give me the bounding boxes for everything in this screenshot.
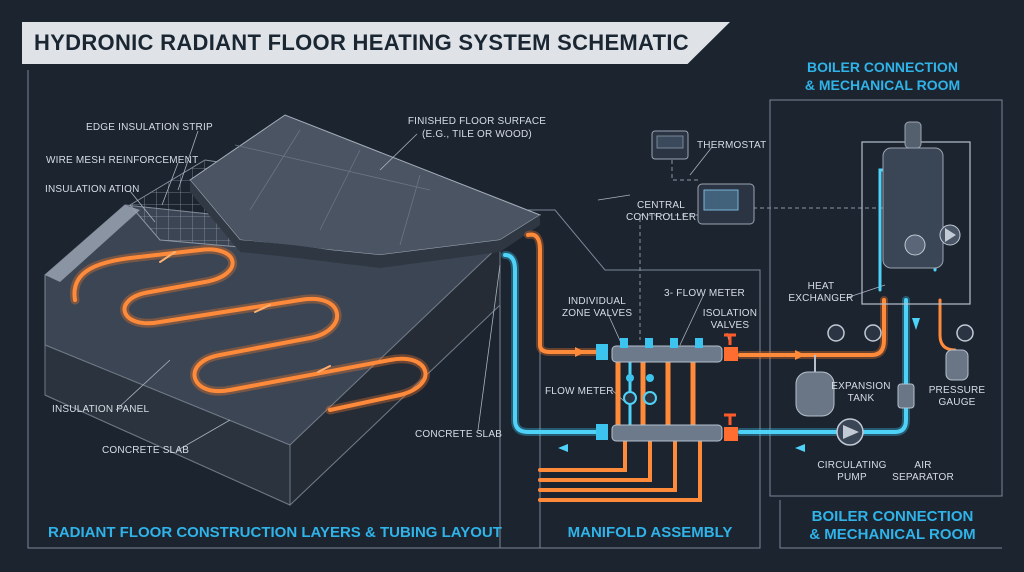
label-circulating-pump-1: CIRCULATING — [817, 460, 887, 471]
section-title-mechanical-line1: BOILER CONNECTION — [807, 59, 958, 75]
flow-meters — [623, 374, 657, 405]
label-concrete-slab-right: CONCRETE SLAB — [415, 429, 503, 440]
isolation-valves — [596, 333, 738, 441]
central-controller-device — [697, 183, 755, 225]
control-wiring — [639, 160, 890, 340]
boiler-unit — [861, 121, 971, 305]
floor-tubing — [70, 244, 430, 415]
label-expansion-tank-2: TANK — [847, 393, 875, 404]
label-heat-exchanger-1: HEAT — [807, 281, 835, 292]
label-circulating-pump-2: PUMP — [837, 472, 867, 483]
label-central-controller-1: CENTRAL — [636, 200, 686, 211]
label-finished-floor-2: (E.G., TILE OR WOOD) — [422, 129, 532, 140]
section-title-boiler-line2: & MECHANICAL ROOM — [809, 526, 976, 543]
label-wire-mesh: WIRE MESH REINFORCEMENT — [46, 155, 199, 166]
pressure-gauge-tank — [945, 349, 969, 381]
label-flow-meter: FLOW METER — [545, 386, 614, 397]
leader-lines — [115, 130, 886, 451]
label-finished-floor-1: FINISHED FLOOR SURFACE — [407, 116, 547, 127]
thermostat-device — [651, 130, 689, 160]
section-title-boiler-line1: BOILER CONNECTION — [811, 508, 974, 525]
edge-insulation-strip — [45, 205, 140, 282]
label-flow-meter-top: 3- FLOW METER — [664, 288, 745, 299]
label-air-separator-1: AIR — [914, 460, 932, 471]
circulating-pump — [836, 418, 864, 446]
label-isolation-valves-1: ISOLATION — [702, 308, 758, 319]
slab-side-face — [289, 243, 501, 507]
section-title-manifold: MANIFOLD ASSEMBLY — [567, 524, 733, 541]
floor-cutaway — [44, 114, 542, 507]
label-concrete-slab-left: CONCRETE SLAB — [102, 445, 190, 456]
label-central-controller-2: CONTROLLER — [626, 212, 697, 223]
floor-tile-seams — [234, 129, 431, 246]
floor-front-edge — [240, 215, 540, 268]
manifold-return-bar — [611, 424, 723, 442]
title-banner — [22, 22, 730, 64]
label-expansion-tank-1: EXPANSION — [831, 381, 891, 392]
label-zone-valves-2: ZONE VALVES — [562, 308, 633, 319]
label-air-separator-2: SEPARATOR — [892, 472, 954, 483]
section-title-floor: RADIANT FLOOR CONSTRUCTION LAYERS & TUBI… — [48, 524, 502, 541]
gauges — [827, 324, 974, 342]
supply-return-pipes — [501, 168, 957, 502]
section-title-mechanical-line2: & MECHANICAL ROOM — [804, 77, 961, 93]
label-insulation: INSULATION ATION — [45, 184, 140, 195]
label-isolation-valves-2: VALVES — [710, 320, 750, 331]
flow-arrows — [575, 347, 805, 360]
return-arrows — [558, 318, 920, 452]
label-zone-valves-1: INDIVIDUAL — [567, 296, 627, 307]
label-pressure-gauge-2: GAUGE — [938, 397, 976, 408]
label-thermostat: THERMOSTAT — [697, 140, 767, 151]
floor-edge — [190, 180, 240, 252]
label-pressure-gauge-1: PRESSURE — [928, 385, 986, 396]
label-edge-insulation: EDGE INSULATION STRIP — [86, 122, 213, 133]
expansion-tank — [795, 355, 835, 417]
label-heat-exchanger-2: EXCHANGER — [788, 293, 854, 304]
label-insulation-panel: INSULATION PANEL — [52, 404, 150, 415]
manifold-supply-bar — [611, 338, 723, 363]
air-separator — [897, 383, 915, 409]
page-title: HYDRONIC RADIANT FLOOR HEATING SYSTEM SC… — [34, 30, 689, 55]
